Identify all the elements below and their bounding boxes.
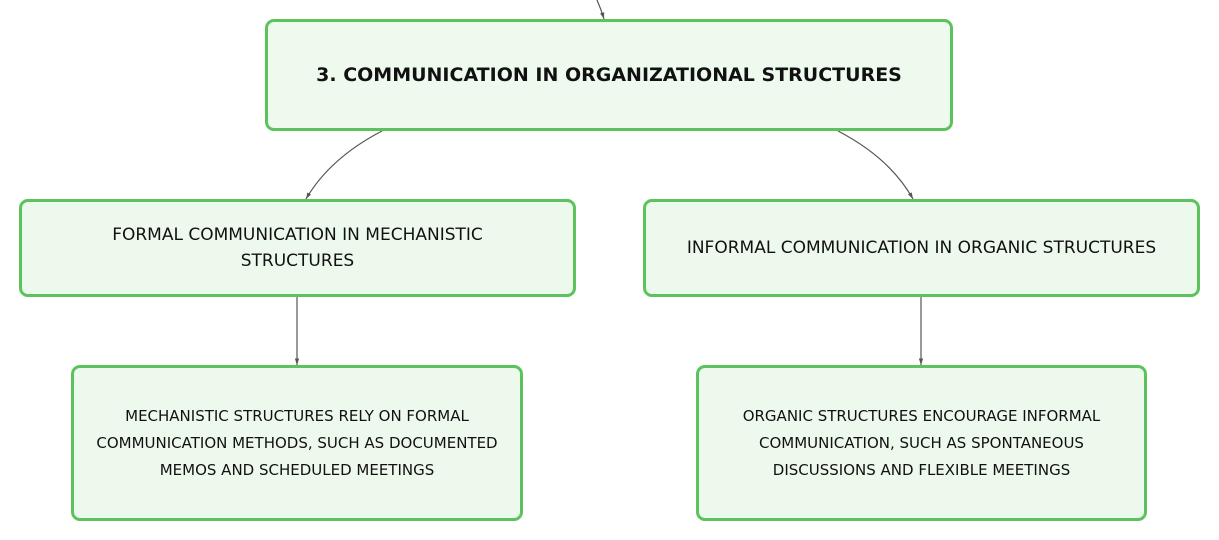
mechanistic-detail-text: MECHANISTIC STRUCTURES RELY ON FORMAL CO… <box>96 406 498 479</box>
informal-communication-label: INFORMAL COMMUNICATION IN ORGANIC STRUCT… <box>686 238 1157 258</box>
formal-communication-node[interactable]: FORMAL COMMUNICATION IN MECHANISTIC STRU… <box>19 199 576 297</box>
organic-detail-text: ORGANIC STRUCTURES ENCOURAGE INFORMAL CO… <box>742 406 1101 479</box>
formal-communication-label: FORMAL COMMUNICATION IN MECHANISTIC STRU… <box>112 225 483 271</box>
mechanistic-detail-node[interactable]: MECHANISTIC STRUCTURES RELY ON FORMAL CO… <box>71 365 523 521</box>
root-to-left-branch-connector <box>305 130 383 200</box>
root-to-right-branch-connector <box>837 130 914 200</box>
informal-communication-node[interactable]: INFORMAL COMMUNICATION IN ORGANIC STRUCT… <box>643 199 1200 297</box>
parent-connector <box>596 0 605 20</box>
root-topic-node[interactable]: 3. COMMUNICATION IN ORGANIZATIONAL STRUC… <box>265 19 953 131</box>
root-topic-label: 3. COMMUNICATION IN ORGANIZATIONAL STRUC… <box>316 64 902 86</box>
organic-detail-node[interactable]: ORGANIC STRUCTURES ENCOURAGE INFORMAL CO… <box>696 365 1147 521</box>
